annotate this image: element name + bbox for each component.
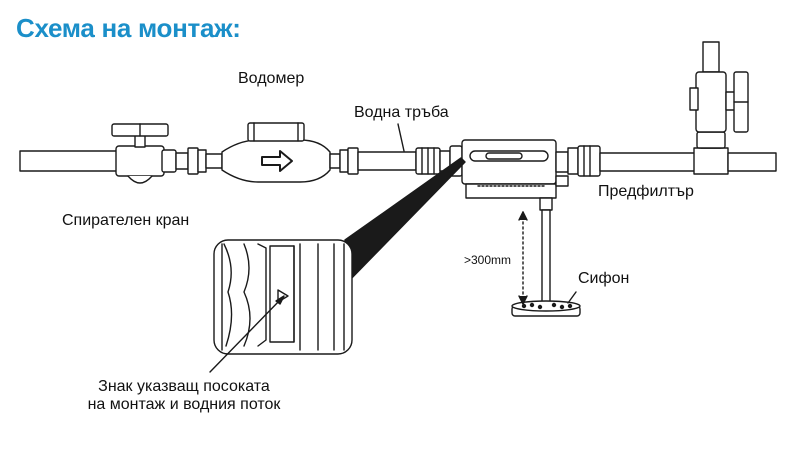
flow-mark-caption-line1: Знак указващ посоката [98, 378, 270, 395]
distance-label: >300mm [464, 253, 512, 267]
page-title: Схема на монтаж: [16, 13, 241, 43]
flow-mark-caption-line2: на монтаж и водния поток [87, 396, 281, 414]
drain-pipe [541, 209, 551, 307]
outlet-valve [689, 41, 749, 133]
distance-dimension [518, 211, 528, 305]
prefilter-label: Предфилтър [598, 183, 694, 200]
water-pipe-label: Водна тръба [354, 104, 449, 121]
siphon [511, 300, 581, 317]
water-pipe [357, 151, 417, 171]
flow-mark-pointer [209, 295, 285, 373]
zoom-callout [344, 157, 466, 286]
water-meter-label: Водомер [238, 70, 305, 87]
prefilter [461, 139, 569, 211]
flow-mark-caption: Знак указващ посоката на монтаж и водния… [74, 378, 294, 415]
water-pipe-leader [397, 123, 405, 152]
meter-connector-right [329, 147, 359, 175]
shutoff-valve-label: Спирателен кран [62, 212, 190, 229]
inlet-pipe [19, 150, 119, 172]
shutoff-valve [111, 123, 177, 184]
prefilter-fitting-right [567, 145, 601, 177]
outlet-pipe [599, 95, 777, 175]
water-meter [221, 122, 331, 183]
siphon-leader [567, 291, 577, 304]
siphon-label: Сифон [578, 270, 630, 287]
meter-connector-left [175, 147, 223, 175]
